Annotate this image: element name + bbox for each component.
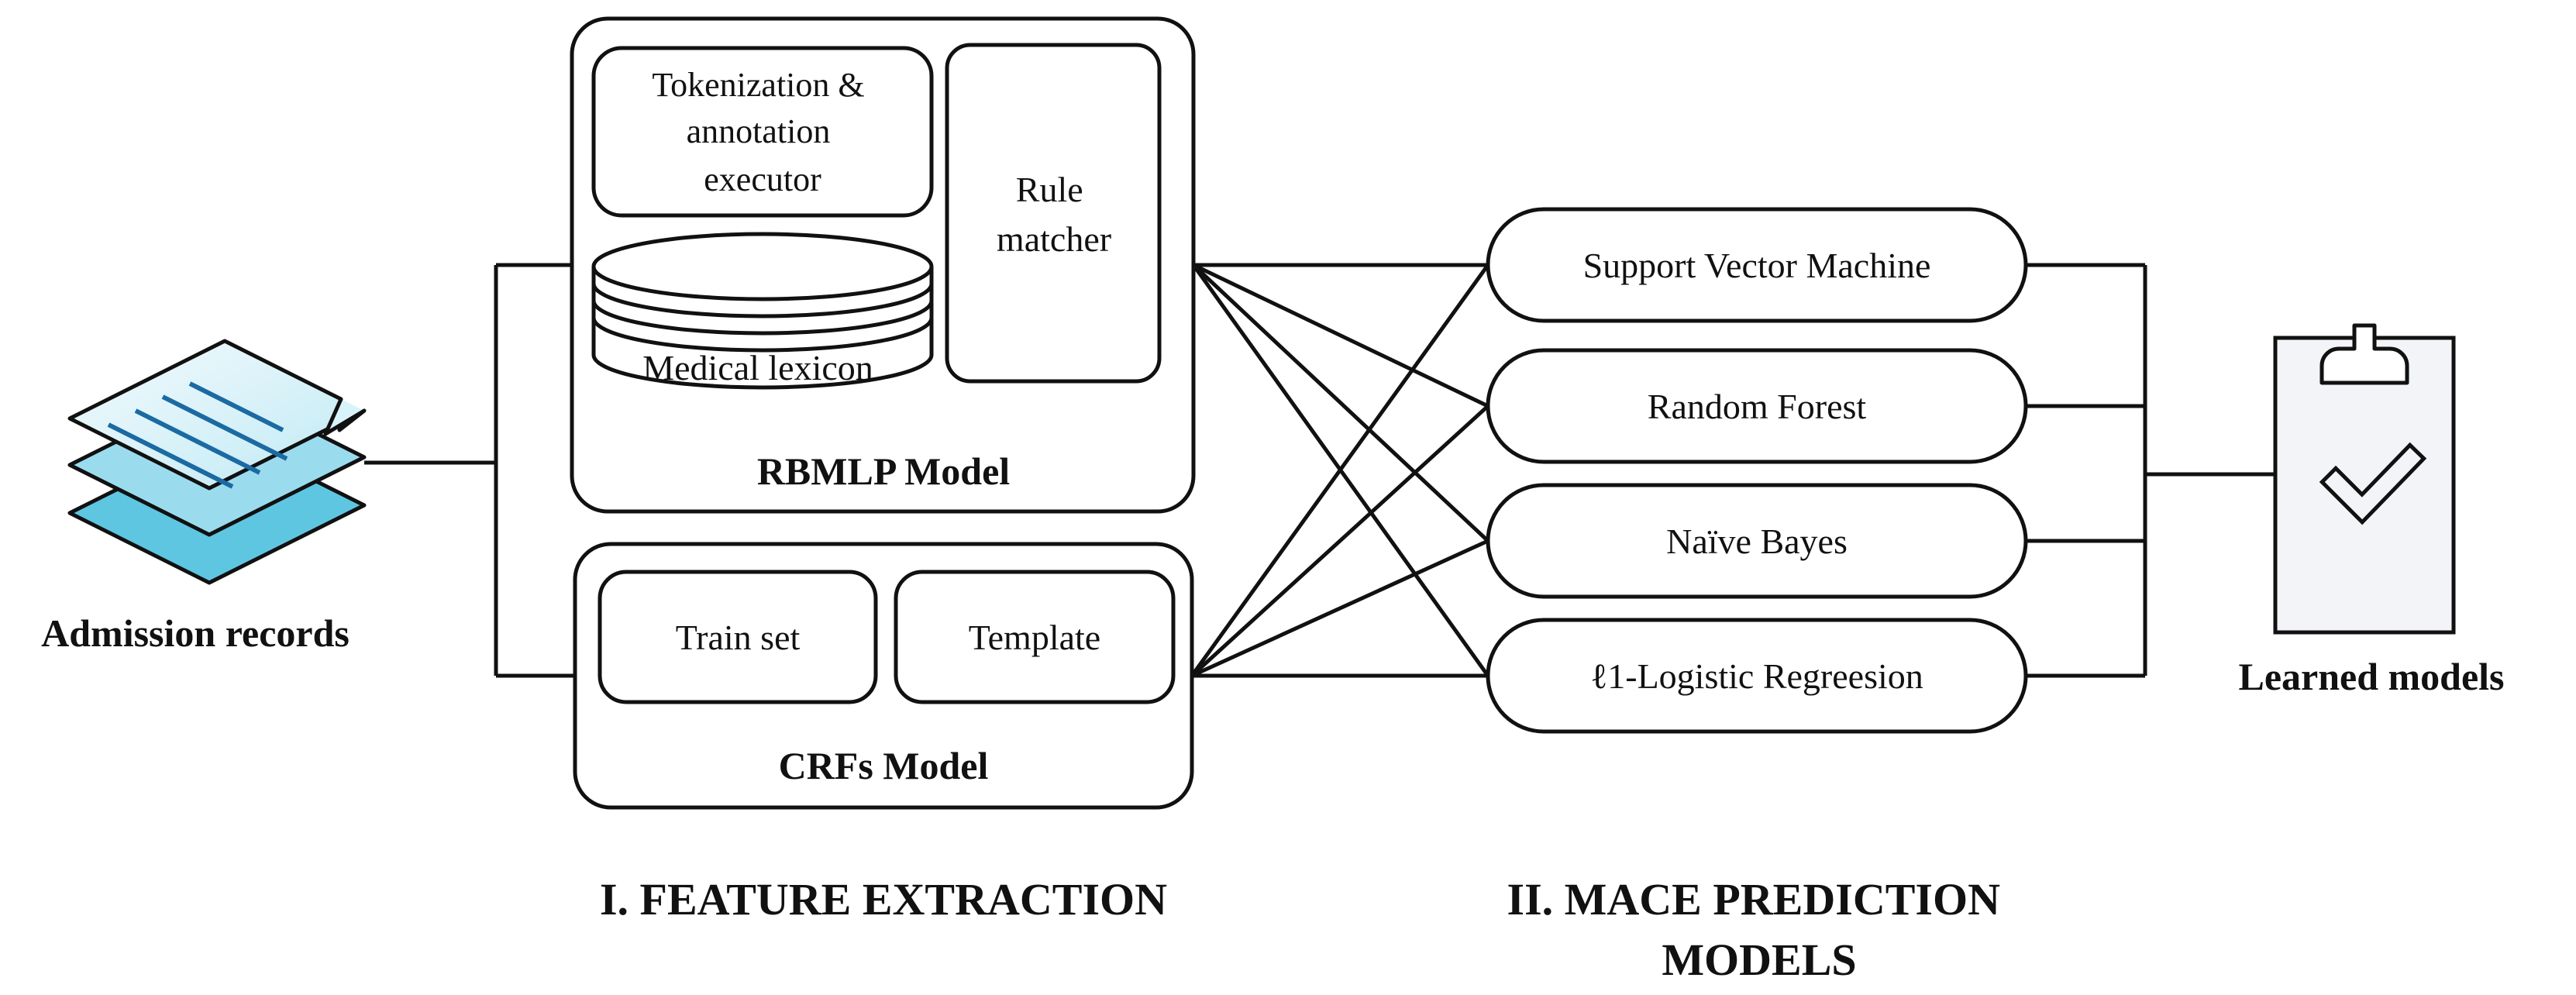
- rule-matcher-label: Rule matcher: [997, 170, 1111, 259]
- model-label-svm: Support Vector Machine: [1583, 246, 1931, 285]
- model-pill-naive-bayes: [1486, 483, 2028, 599]
- model-pill-random-forest: [1486, 348, 2028, 464]
- section-label-feature-extraction: I. FEATURE EXTRACTION: [600, 874, 1167, 924]
- rule-matcher-box: [945, 43, 1162, 384]
- clipboard-check-icon: [2273, 323, 2456, 635]
- train-set-label: Train set: [676, 618, 801, 657]
- section-label-prediction: II. MACE PREDICTION MODELS: [1507, 874, 2012, 985]
- model-pill-svm: [1486, 207, 2028, 323]
- output-label: Learned models: [2238, 655, 2504, 698]
- medical-lexicon-label: Medical lexicon: [642, 348, 873, 387]
- prediction-models: Support Vector Machine Random Forest Naï…: [1486, 207, 2028, 734]
- crfs-model-title: CRFs Model: [779, 744, 989, 787]
- input-label: Admission records: [41, 611, 350, 655]
- document-stack-icon: [67, 339, 367, 585]
- model-label-logistic: ℓ1-Logistic Regreesion: [1590, 656, 1923, 696]
- train-set-box: [598, 570, 878, 704]
- model-pill-logistic: [1486, 618, 2028, 734]
- model-label-random-forest: Random Forest: [1648, 387, 1867, 426]
- rbmlp-model-title: RBMLP Model: [757, 449, 1010, 493]
- tokenizer-label: Tokenization & annotation executor: [652, 66, 873, 198]
- template-box: [894, 570, 1176, 704]
- model-label-naive-bayes: Naïve Bayes: [1666, 522, 1848, 561]
- database-cylinder-icon: [591, 232, 934, 390]
- connector-lines: [364, 263, 2275, 678]
- tokenizer-box: [591, 46, 934, 218]
- template-label: Template: [969, 618, 1100, 657]
